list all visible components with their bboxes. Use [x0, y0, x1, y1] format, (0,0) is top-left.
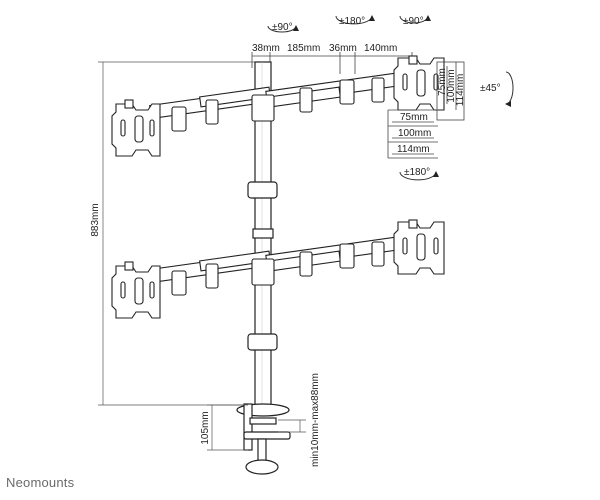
vesa-plate-bottom-right: [393, 219, 445, 275]
top-dimension-line: [251, 52, 413, 74]
desk-thickness-label: min10mm-max88mm: [310, 373, 321, 467]
vesa-plate-top-left: [111, 99, 161, 157]
top-arm: [149, 71, 402, 132]
vesa-h75-label: 75mm: [400, 112, 428, 123]
rotation-icon-screen-rotate: [399, 171, 439, 181]
desk-clamp: [236, 403, 291, 475]
bottom-arm: [149, 235, 402, 296]
brand-logo-text: Neomounts: [6, 475, 75, 490]
clamp-height-label: 105mm: [200, 411, 211, 444]
right-swivel-label: ±90°: [403, 16, 424, 27]
arm-segment-2-label: 36mm: [329, 43, 357, 54]
rotation-icon-left-swivel: [267, 25, 299, 33]
center-rotate-label: ±180°: [339, 16, 365, 27]
tilt-label: ±45°: [480, 83, 501, 94]
rotation-icon-right-swivel: [399, 15, 431, 24]
vesa-v114-label: 114mm: [455, 74, 466, 107]
vesa-v100-label: 100mm: [446, 69, 457, 102]
vesa-h114-label: 114mm: [397, 144, 430, 155]
vesa-dimension-box: [387, 61, 465, 159]
vesa-v75-label: 75mm: [437, 68, 448, 96]
clamp-height-dimension: [207, 404, 248, 451]
rotation-icon-center-rotate: [335, 15, 375, 25]
vesa-plate-bottom-left: [111, 261, 161, 319]
screen-rotate-label: ±180°: [404, 167, 430, 178]
pole-offset-label: 38mm: [252, 43, 280, 54]
left-swivel-label: ±90°: [272, 22, 293, 33]
pole-height-label: 883mm: [90, 203, 101, 236]
vesa-plate-top-right: [393, 55, 445, 111]
pole: [247, 61, 278, 411]
desk-thickness-dimension: [278, 419, 306, 433]
vesa-h100-label: 100mm: [398, 128, 431, 139]
arm-segment-3-label: 140mm: [364, 43, 397, 54]
rotation-icon-tilt: [505, 71, 514, 107]
arm-segment-1-label: 185mm: [287, 43, 320, 54]
